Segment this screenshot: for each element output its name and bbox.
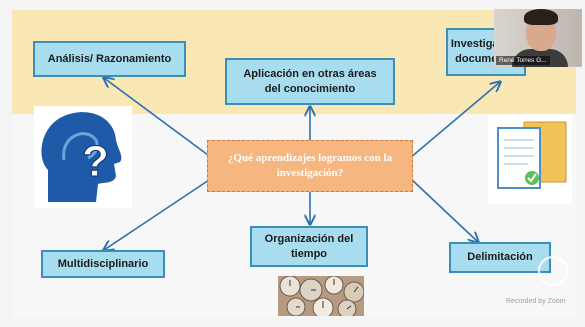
presentation-slide: Análisis/ Razonamiento Aplicación en otr… bbox=[12, 10, 576, 318]
box-delimitation: Delimitación bbox=[449, 242, 551, 273]
documents-icon bbox=[488, 114, 572, 204]
clocks-image bbox=[278, 276, 364, 316]
recording-watermark: Recorded by Zoom bbox=[506, 298, 566, 305]
connector-arrows bbox=[12, 10, 576, 318]
participant-name: René Torres G... bbox=[496, 56, 550, 65]
head-question-icon: ? bbox=[34, 106, 132, 208]
central-question: ¿Qué aprendizajes logramos con la invest… bbox=[207, 140, 413, 192]
box-analysis: Análisis/ Razonamiento bbox=[33, 41, 186, 77]
box-application: Aplicación en otras áreas del conocimien… bbox=[225, 58, 395, 105]
play-icon[interactable] bbox=[538, 256, 568, 286]
participant-video[interactable]: René Torres G... bbox=[494, 9, 582, 67]
participant-hair bbox=[524, 9, 558, 25]
svg-text:?: ? bbox=[82, 137, 109, 186]
box-organization: Organización del tiempo bbox=[250, 226, 368, 267]
box-multidisciplinary: Multidisciplinario bbox=[41, 250, 165, 278]
